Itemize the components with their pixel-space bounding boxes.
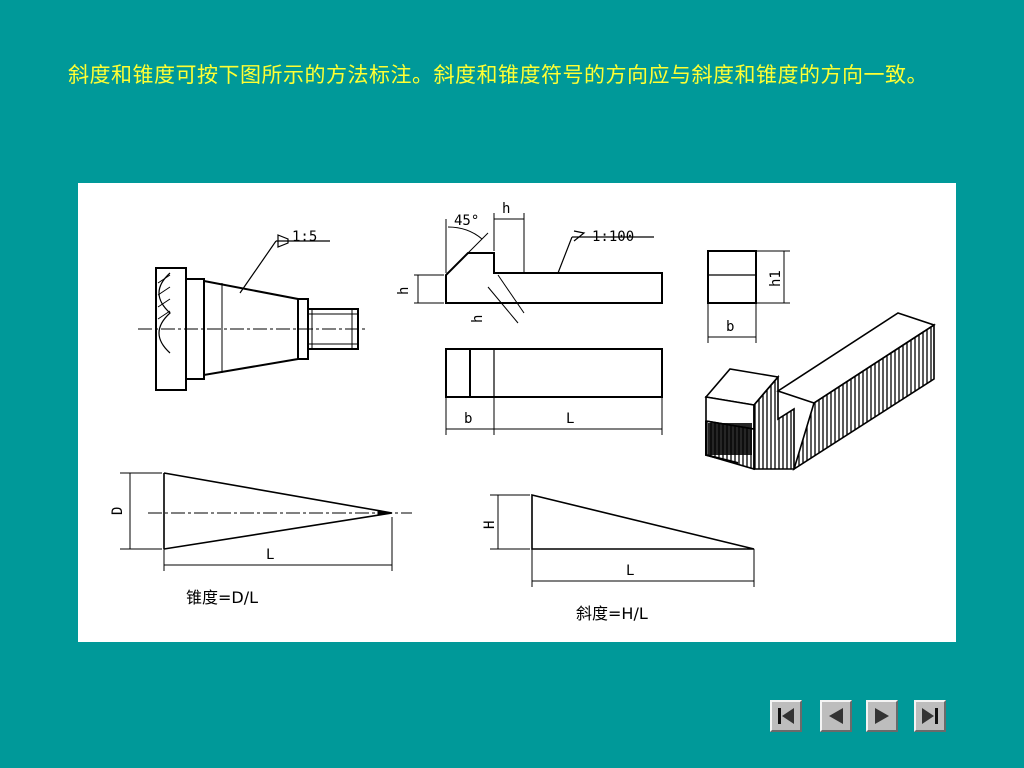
- dim-L-slope: L: [626, 563, 634, 579]
- slope-part-top-view: b L: [445, 348, 663, 435]
- taper-shaft-view: 1:5: [138, 229, 368, 391]
- last-page-icon: [922, 708, 938, 724]
- slope-part-front-view: h h 45° 1:100 h: [396, 201, 663, 324]
- previous-page-button[interactable]: [820, 700, 852, 732]
- first-page-button[interactable]: [770, 700, 802, 732]
- dim-h-left: h: [396, 287, 412, 295]
- taper-ratio-label: 1:5: [292, 229, 317, 245]
- dim-L-top-view: L: [566, 411, 574, 427]
- taper-formula: 锥度=D/L: [186, 588, 258, 607]
- dim-L-taper: L: [266, 547, 274, 563]
- slope-ratio-label: 1:100: [592, 229, 634, 245]
- first-page-icon: [778, 708, 794, 724]
- dim-h-top: h: [502, 201, 510, 217]
- dim-h-bottom: h: [470, 315, 486, 323]
- slope-formula: 斜度=H/L: [576, 604, 648, 623]
- slope-definition-diagram: H L 斜度=H/L: [482, 493, 755, 623]
- technical-drawing-figure: 1:5 h h 45° 1:100: [78, 183, 956, 642]
- dim-H: H: [482, 521, 498, 529]
- drawing-canvas: 1:5 h h 45° 1:100: [110, 201, 936, 623]
- previous-page-icon: [829, 708, 843, 724]
- next-page-button[interactable]: [866, 700, 898, 732]
- dim-b-side-view: b: [726, 319, 734, 335]
- last-page-button[interactable]: [914, 700, 946, 732]
- taper-definition-diagram: D L 锥度=D/L: [110, 472, 412, 607]
- dim-b-top-view: b: [464, 411, 472, 427]
- isometric-part: [704, 312, 936, 471]
- slide-caption: 斜度和锥度可按下图所示的方法标注。斜度和锥度符号的方向应与斜度和锥度的方向一致。: [68, 63, 928, 87]
- next-page-icon: [875, 708, 889, 724]
- slope-part-side-view: h1 b: [707, 250, 790, 343]
- dim-D: D: [110, 507, 126, 515]
- dim-h1: h1: [768, 270, 784, 287]
- angle-label: 45°: [454, 213, 479, 229]
